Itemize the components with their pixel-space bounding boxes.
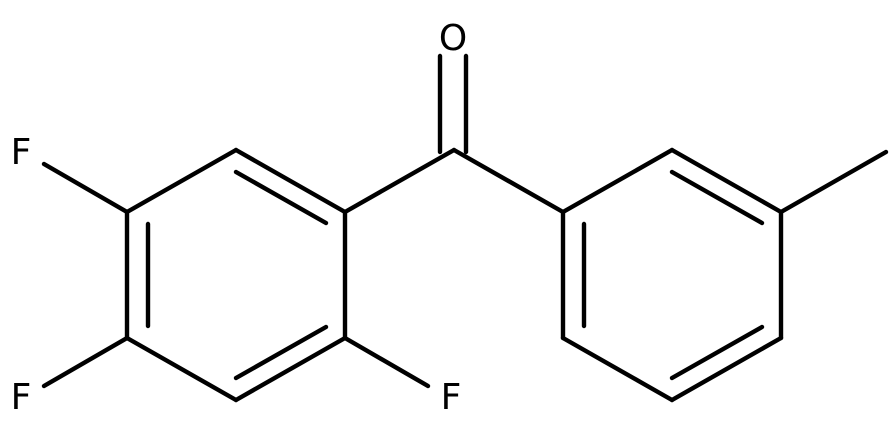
fluorine-label-top-left: F bbox=[11, 132, 32, 173]
left-ring-bond-5 bbox=[233, 335, 348, 403]
right-ring-inner-bond-2 bbox=[669, 169, 765, 226]
left-ring-bond-2 bbox=[124, 147, 239, 215]
right-ring-bond-2 bbox=[669, 147, 784, 215]
left-ring-inner-bond-5 bbox=[233, 324, 329, 381]
left-ring-bond-1 bbox=[233, 147, 348, 215]
carbonyl-right-ring-bond bbox=[451, 147, 566, 215]
right-ring-bond-1 bbox=[560, 147, 675, 215]
fluorine-label-bottom-left: F bbox=[11, 377, 32, 418]
right-ring-bond-4 bbox=[669, 335, 784, 403]
right-ring-bond-5 bbox=[560, 335, 675, 403]
carbonyl-left-ring-bond bbox=[342, 147, 457, 215]
fluorine-label-bottom-middle: F bbox=[441, 377, 462, 418]
left-ring-inner-bond-1 bbox=[233, 169, 329, 226]
right-ring-inner-bond-4 bbox=[669, 324, 765, 381]
left-ring-bond-4 bbox=[124, 335, 239, 403]
fluorine-bond-top-left bbox=[41, 161, 130, 215]
fluorine-bond-bottom-middle bbox=[342, 335, 431, 389]
fluorine-bond-bottom-left bbox=[41, 335, 130, 389]
oxygen-label: O bbox=[439, 18, 467, 59]
methyl-bond bbox=[778, 149, 889, 215]
